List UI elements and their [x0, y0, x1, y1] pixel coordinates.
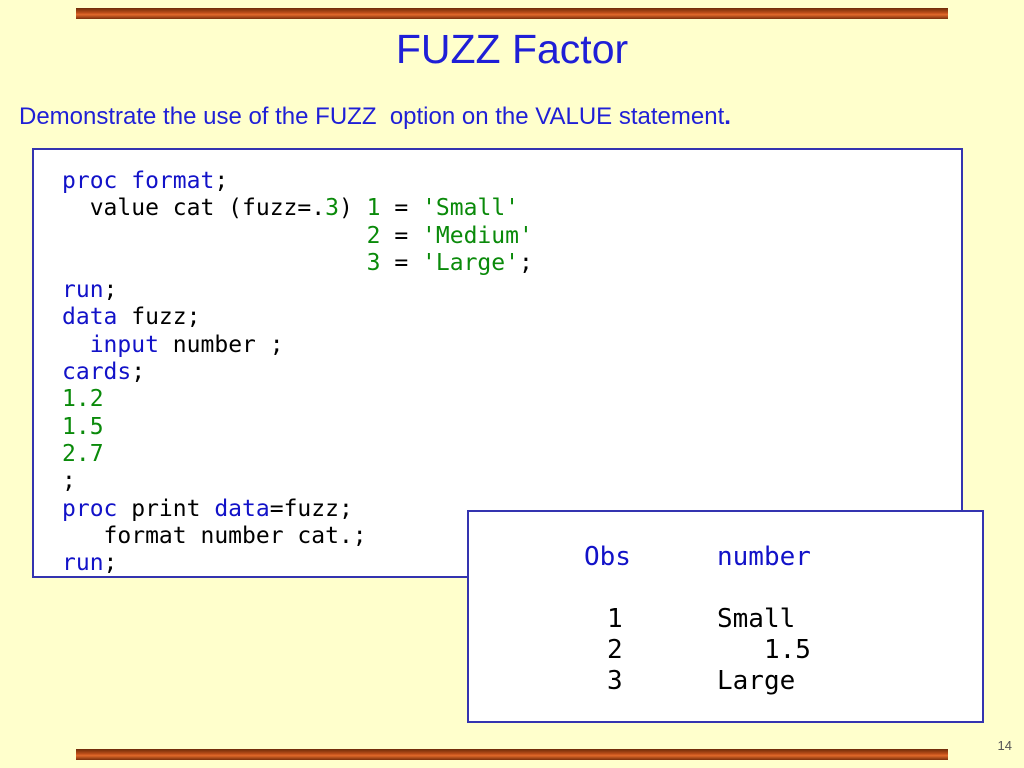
code-keyword: run	[62, 550, 104, 577]
code-keyword: proc	[62, 495, 118, 522]
code-line: proc format;	[62, 168, 533, 195]
code-keyword: data	[214, 495, 270, 522]
code-text	[62, 223, 367, 249]
subtitle-period: .	[724, 103, 731, 130]
code-text: ;	[103, 277, 118, 304]
code-text: ;	[518, 249, 533, 276]
code-text: =	[380, 195, 423, 222]
page-number: 14	[997, 738, 1012, 753]
code-text: ;	[62, 468, 76, 495]
output-row-1-number: Small	[717, 604, 796, 634]
proc-print-output-box: Obs number 1 Small 2 1.5 3 Large	[467, 510, 984, 723]
code-line: value cat (fuzz=.3) 1 = 'Small'	[62, 195, 533, 222]
code-keyword: cards	[62, 359, 132, 386]
code-text: =	[380, 222, 423, 249]
slide-title: FUZZ Factor	[395, 26, 629, 72]
output-row-2-number: 1.5	[717, 635, 811, 665]
bottom-decorative-rule	[76, 749, 948, 760]
code-line: 1.2	[62, 386, 533, 413]
code-text	[62, 250, 367, 276]
code-text: print	[117, 495, 215, 522]
code-text: number ;	[158, 331, 284, 358]
code-text: value cat (fuzz=.	[62, 195, 326, 222]
output-row-2-obs: 2	[607, 635, 623, 665]
code-line: proc print data=fuzz;	[62, 496, 533, 523]
code-literal: 2	[366, 222, 381, 249]
code-line: run;	[62, 550, 533, 577]
output-header-number: number	[717, 542, 811, 572]
code-text	[62, 332, 90, 358]
code-text: =	[380, 249, 423, 276]
code-literal: 2.7	[62, 440, 104, 467]
code-literal: 3	[325, 195, 339, 222]
output-row-3-obs: 3	[607, 666, 623, 696]
code-literal: 3	[366, 249, 381, 276]
code-keyword: input	[89, 331, 159, 358]
code-literal: 'Small'	[422, 195, 520, 222]
code-line: 3 = 'Large';	[62, 250, 533, 277]
code-literal: 1.2	[62, 386, 104, 413]
code-line: format number cat.;	[62, 523, 533, 550]
code-text: ;	[103, 550, 118, 577]
sas-code-listing: proc format; value cat (fuzz=.3) 1 = 'Sm…	[62, 168, 533, 577]
output-header-obs: Obs	[584, 542, 631, 572]
code-line: input number ;	[62, 332, 533, 359]
top-decorative-rule	[76, 8, 948, 19]
output-row-1-obs: 1	[607, 604, 623, 634]
slide-subtitle: Demonstrate the use of the FUZZ option o…	[19, 102, 731, 132]
sas-code-box: proc format; value cat (fuzz=.3) 1 = 'Sm…	[32, 148, 963, 578]
code-text: =fuzz;	[269, 495, 353, 522]
code-text: )	[338, 195, 367, 222]
output-row-3-number: Large	[717, 666, 796, 696]
code-line: data fuzz;	[62, 304, 533, 331]
code-literal: 'Large'	[422, 249, 519, 276]
code-line: ;	[62, 468, 533, 495]
code-text: format number cat.;	[62, 522, 367, 549]
code-line: 1.5	[62, 414, 533, 441]
code-line: run;	[62, 277, 533, 304]
code-line: 2 = 'Medium'	[62, 223, 533, 250]
code-literal: 'Medium'	[422, 222, 533, 249]
code-keyword: run	[62, 277, 104, 304]
code-text: ;	[214, 168, 229, 194]
code-literal: 1.5	[62, 413, 104, 440]
code-text: fuzz;	[117, 304, 201, 331]
code-text: ;	[131, 359, 146, 386]
code-line: 2.7	[62, 441, 533, 468]
code-literal: 1	[366, 195, 381, 222]
code-line: cards;	[62, 359, 533, 386]
subtitle-text: Demonstrate the use of the FUZZ option o…	[19, 103, 725, 130]
code-keyword: data	[62, 304, 118, 331]
code-keyword: proc format	[62, 168, 215, 194]
